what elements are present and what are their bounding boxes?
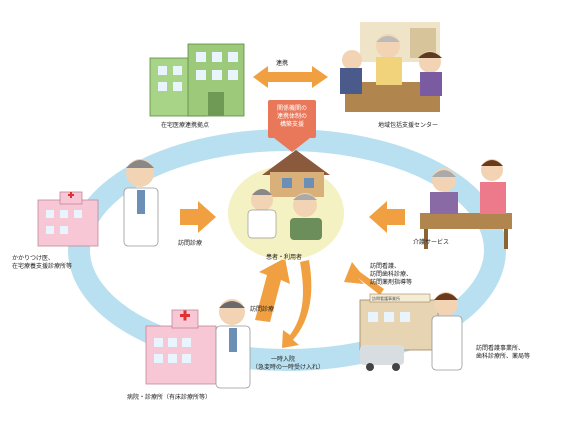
hospital-label: 病院・診療所（有床診療所等） <box>127 394 212 401</box>
visiting-services-label-3: 訪問薬剤指導等 <box>370 279 413 286</box>
visiting-nurse-sign: 訪問看護事業所 <box>372 296 400 301</box>
visiting-services-label-2: 訪問歯科診療、 <box>370 271 413 278</box>
care-service-icon <box>420 159 512 249</box>
patient-home-icon <box>228 150 344 260</box>
patient-label: 患者・利用者 <box>266 254 303 261</box>
clinic-building-icon <box>149 43 245 117</box>
home-visit-left-label: 訪問診療 <box>178 240 203 247</box>
admission-label-1: 一時入院 <box>271 356 296 363</box>
policy-arrow <box>274 138 310 152</box>
bottom-left-arrow <box>255 258 290 322</box>
hospital-icon <box>145 299 251 389</box>
left-arrow <box>180 201 216 233</box>
policy-line-1: 関係機関の <box>276 105 307 112</box>
home-visit-bottom-label: 訪問診療 <box>250 306 275 313</box>
home-medical-base-label: 在宅医療連携拠点 <box>161 122 210 129</box>
family-doctor-hospital-icon <box>37 159 159 247</box>
policy-support-card: 関係機関の 連携体制の 構築支援 <box>268 100 316 138</box>
community-support-center-icon <box>340 22 442 112</box>
community-center-label: 地域包括支援センター <box>378 122 439 129</box>
policy-line-2: 連携体制の <box>276 113 307 120</box>
visiting-nurse-station-icon <box>359 292 463 371</box>
right-bottom-arrow <box>344 262 384 295</box>
family-doctor-label-2: 在宅療養支援診療所等 <box>12 263 73 270</box>
nursing-station-label-2: 歯科診療所、薬局等 <box>476 353 531 360</box>
policy-line-3: 構築支援 <box>279 121 304 128</box>
admission-label-2: （急変時の一時受け入れ） <box>252 364 325 371</box>
care-service-label: 介護サービス <box>413 239 450 246</box>
nursing-station-label-1: 訪問看護事業所、 <box>476 345 525 352</box>
link-arrow <box>253 66 328 88</box>
visiting-services-label-1: 訪問看護、 <box>370 263 401 270</box>
link-label: 連携 <box>276 60 289 67</box>
bottom-curved-arrow <box>282 260 312 348</box>
family-doctor-label-1: かかりつけ医、 <box>12 255 55 262</box>
right-arrow <box>369 201 405 233</box>
